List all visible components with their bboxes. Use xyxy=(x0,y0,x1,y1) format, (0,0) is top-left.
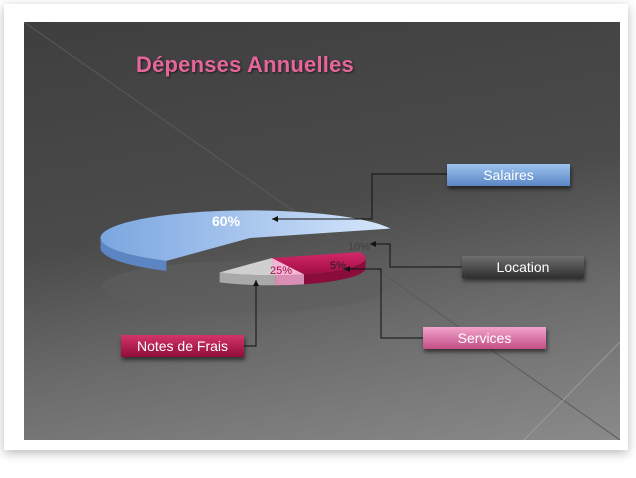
label-services: 5% xyxy=(330,260,346,272)
label-notes-de-frais: 25% xyxy=(270,265,292,277)
callout-location-arrowhead xyxy=(370,241,376,247)
slice-notes-de-frais-side xyxy=(304,258,366,285)
slice-services xyxy=(272,258,305,276)
background-line xyxy=(523,341,620,440)
slice-notes-de-frais xyxy=(272,252,366,275)
slice-location-side xyxy=(219,272,276,286)
legend-box-location: Location xyxy=(462,256,584,278)
pie-chart: 60% 10%5% 25% xyxy=(24,22,620,440)
callout-notes-de-frais-line xyxy=(244,280,257,347)
label-salaires: 60% xyxy=(212,213,241,229)
callout-notes-de-frais-arrowhead xyxy=(253,280,259,286)
callout-salaires-arrowhead xyxy=(272,216,278,222)
callout-services-arrowhead xyxy=(344,266,350,272)
chart-title: Dépenses Annuelles xyxy=(136,52,354,77)
callout-services-line xyxy=(344,268,423,339)
slide-canvas: 60%10%5%25% Dépenses Annuelles Salaires … xyxy=(24,22,620,440)
callout-location-line xyxy=(370,243,462,268)
legend-box-notes-de-frais: Notes de Frais xyxy=(121,335,244,357)
slice-salaires xyxy=(100,210,391,261)
legend-box-salaires: Salaires xyxy=(447,164,570,186)
slice-location xyxy=(219,258,276,276)
slice-services-side xyxy=(275,274,305,286)
pie-labels: 60% 10%5% 25% xyxy=(212,213,370,277)
legend-box-services: Services xyxy=(423,327,546,349)
callout-lines xyxy=(244,173,462,347)
pie-slices xyxy=(100,210,391,286)
slide-frame: 60%10%5%25% Dépenses Annuelles Salaires … xyxy=(4,4,628,450)
slice-salaires-side xyxy=(100,238,167,271)
callout-salaires-line xyxy=(272,173,447,220)
label-location: 10% xyxy=(348,241,370,253)
